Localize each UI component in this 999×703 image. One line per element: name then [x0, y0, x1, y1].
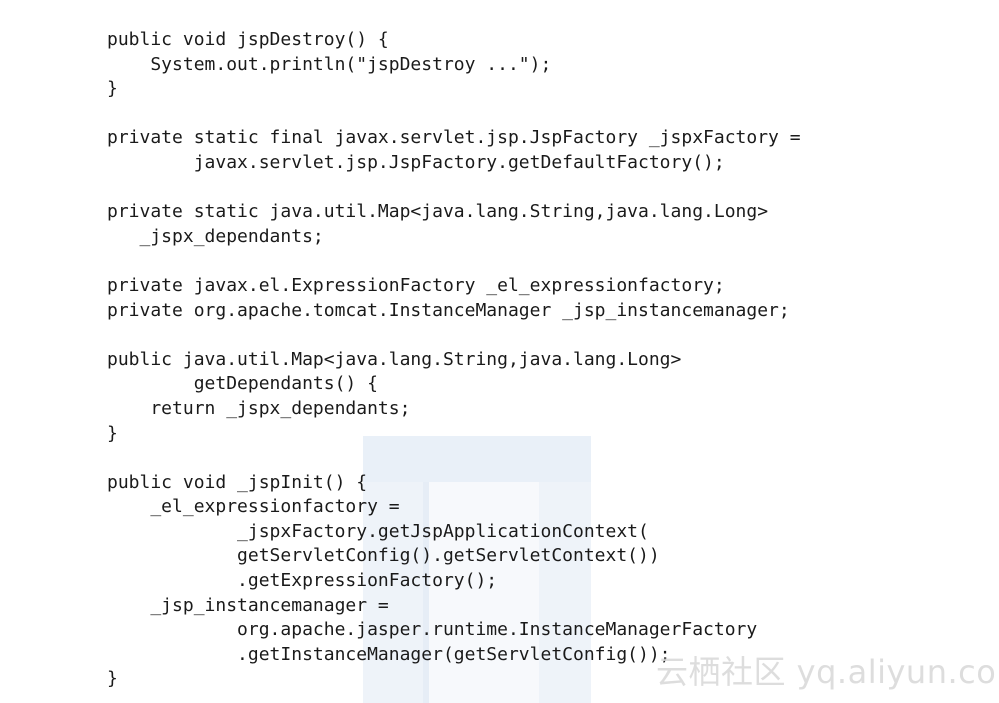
- code-line: private static java.util.Map<java.lang.S…: [107, 201, 769, 223]
- code-line: _jspx_dependants;: [107, 225, 324, 247]
- code-line: _jsp_instancemanager =: [107, 594, 389, 616]
- code-line: private org.apache.tomcat.InstanceManage…: [107, 299, 790, 321]
- code-line: }: [107, 422, 118, 444]
- code-line: private static final javax.servlet.jsp.J…: [107, 127, 801, 149]
- code-line: public void jspDestroy() {: [107, 29, 389, 50]
- code-line: [107, 446, 801, 471]
- code-line: getDependants() {: [107, 373, 378, 395]
- watermark-logo-top: [363, 436, 591, 482]
- code-line: public java.util.Map<java.lang.String,ja…: [107, 348, 682, 370]
- code-line: [107, 176, 801, 201]
- code-line: private javax.el.ExpressionFactory _el_e…: [107, 274, 725, 296]
- code-line: }: [107, 78, 118, 100]
- watermark-logo-shape: [363, 436, 591, 703]
- code-line: public void _jspInit() {: [107, 471, 368, 493]
- code-listing: public void jspDestroy() { System.out.pr…: [107, 28, 801, 692]
- code-line: _el_expressionfactory =: [107, 496, 400, 518]
- code-line: javax.servlet.jsp.JspFactory.getDefaultF…: [107, 151, 725, 173]
- watermark-logo-inner: [423, 482, 539, 703]
- code-line: .getInstanceManager(getServletConfig());: [107, 643, 671, 665]
- code-line: }: [107, 668, 118, 690]
- site-watermark-text: 云栖社区 yq.aliyun.com: [656, 653, 999, 691]
- code-line: [107, 102, 801, 127]
- code-line: .getExpressionFactory();: [107, 570, 498, 592]
- code-line: getServletConfig().getServletContext()): [107, 545, 660, 567]
- code-line: _jspxFactory.getJspApplicationContext(: [107, 520, 649, 542]
- code-line: org.apache.jasper.runtime.InstanceManage…: [107, 619, 758, 641]
- code-line: [107, 249, 801, 274]
- code-line: System.out.println("jspDestroy ...");: [107, 53, 552, 75]
- code-line: return _jspx_dependants;: [107, 397, 411, 419]
- code-line: [107, 323, 801, 348]
